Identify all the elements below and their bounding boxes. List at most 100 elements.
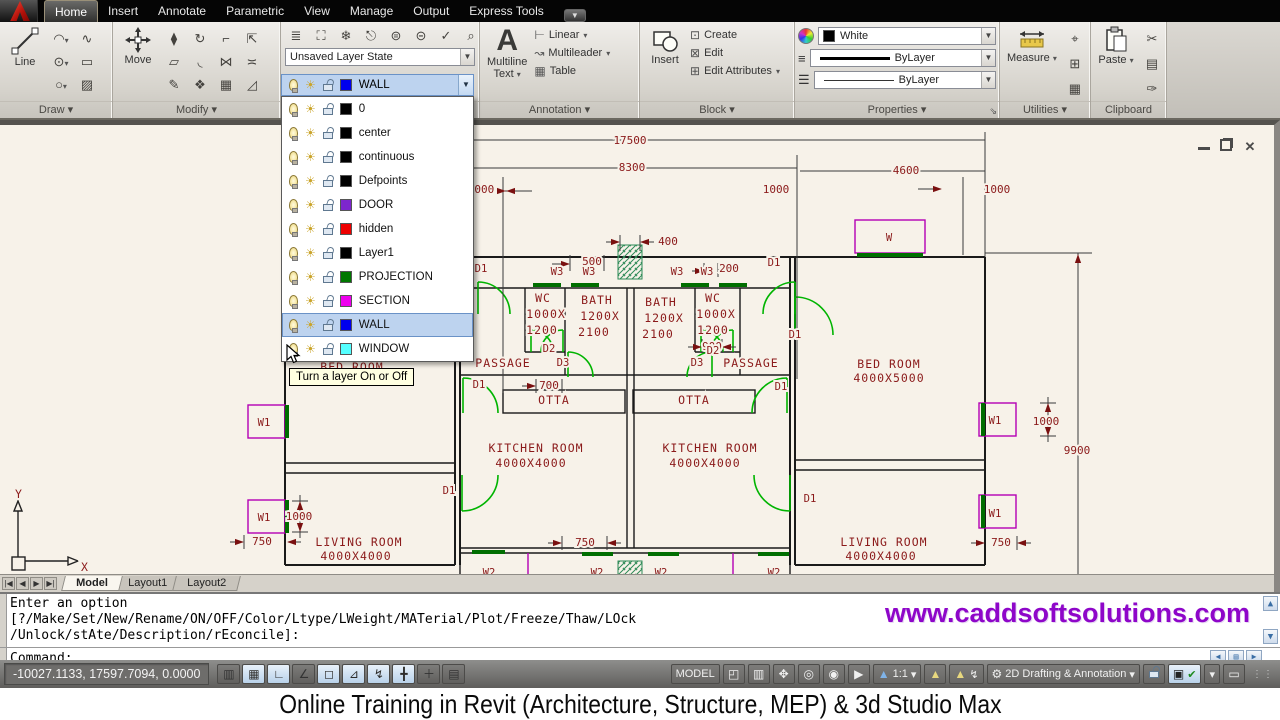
layer-freeze-icon[interactable]: ☀ — [305, 174, 316, 188]
layer-on-icon[interactable] — [289, 151, 298, 165]
layer-row-PROJECTION[interactable]: ☀PROJECTION — [282, 265, 473, 289]
layer-color-swatch[interactable] — [339, 175, 352, 187]
layer-match-button[interactable]: ⌕ — [467, 28, 475, 43]
layer-row-0[interactable]: ☀0 — [282, 97, 473, 121]
ribbon-tab-parametric[interactable]: Parametric — [226, 4, 285, 18]
fillet-button[interactable]: ◟ — [197, 54, 203, 69]
explode-button[interactable]: ❖ — [194, 77, 206, 92]
layer-freeze-icon[interactable]: ☀ — [305, 294, 316, 308]
layer-lock-icon[interactable] — [322, 324, 333, 331]
toggle-polar[interactable]: ∠ — [292, 664, 316, 684]
layer-row-center[interactable]: ☀center — [282, 121, 473, 145]
layer-lock-icon[interactable] — [322, 132, 333, 139]
workspace-switcher[interactable]: ⚙2D Drafting & Annotation ▾ — [986, 664, 1140, 684]
last-tab-button[interactable]: ▶| — [44, 577, 57, 590]
ribbon-tab-manage[interactable]: Manage — [349, 4, 394, 18]
layer-on-icon[interactable] — [289, 247, 298, 261]
steering-wheel-icon[interactable]: ◉ — [822, 664, 845, 684]
layer-lock-icon[interactable] — [322, 228, 333, 235]
annotation-visibility-icon[interactable]: ▲ — [924, 664, 947, 684]
insert-button[interactable]: Insert — [643, 24, 687, 99]
layer-row-Layer1[interactable]: ☀Layer1 — [282, 241, 473, 265]
ribbon-tab-express-tools[interactable]: Express Tools — [469, 4, 544, 18]
layer-properties-button[interactable]: ≣ — [290, 28, 302, 43]
layer-lock-icon[interactable] — [322, 156, 333, 163]
tab-layout2[interactable]: Layout2 — [172, 576, 241, 591]
layer-lock-icon[interactable] — [322, 276, 333, 283]
ribbon-tab-view[interactable]: View — [304, 4, 330, 18]
properties-dialog-launcher[interactable]: ⇘ — [989, 106, 997, 116]
layer-lock-icon[interactable] — [322, 108, 333, 115]
measure-button[interactable]: Measure ▾ — [1003, 24, 1061, 99]
first-tab-button[interactable]: |◀ — [2, 577, 15, 590]
command-window-grip[interactable] — [0, 594, 7, 660]
prev-tab-button[interactable]: ◀ — [16, 577, 29, 590]
ribbon-tab-home[interactable]: Home — [44, 0, 99, 22]
status-overflow-arrow[interactable]: ▾ — [1204, 664, 1220, 684]
layer-freeze-icon[interactable]: ☀ — [305, 198, 316, 212]
ribbon-tab-insert[interactable]: Insert — [108, 4, 139, 18]
properties-panel-label[interactable]: Properties ▾ — [795, 101, 999, 118]
modify-panel-label[interactable]: Modify ▾ — [113, 101, 280, 118]
toggle-lineweight[interactable]: ▤ — [442, 664, 466, 684]
arc-button[interactable]: ◠▾ — [53, 31, 69, 46]
layer-lock-icon[interactable] — [322, 252, 333, 259]
object-color-combo[interactable]: White ▼ — [818, 27, 996, 45]
cut-button[interactable]: ✂ — [1146, 31, 1158, 46]
annotation-autoscale-icon[interactable]: ▲↯ — [949, 664, 984, 684]
layer-row-DOOR[interactable]: ☀DOOR — [282, 193, 473, 217]
layer-freeze-icon[interactable]: ☀ — [305, 102, 316, 116]
layer-row-Defpoints[interactable]: ☀Defpoints — [282, 169, 473, 193]
layer-lock-icon[interactable] — [322, 348, 333, 355]
toggle-otrack[interactable]: ↯ — [367, 664, 391, 684]
array-button[interactable]: ▦ — [219, 77, 233, 92]
toggle-osnap[interactable]: ◻ — [317, 664, 341, 684]
edit-attributes-button[interactable]: ⊞Edit Attributes ▾ — [690, 64, 780, 78]
mirror-button[interactable]: ⋈ — [219, 54, 233, 69]
layer-state-combo[interactable]: Unsaved Layer State ▼ — [285, 48, 475, 66]
toggle-ortho[interactable]: ∟ — [267, 664, 291, 684]
layer-freeze-icon[interactable]: ☀ — [305, 318, 316, 332]
layer-on-icon[interactable] — [289, 319, 298, 333]
model-space-button[interactable]: MODEL — [670, 664, 720, 684]
ribbon-options-button[interactable]: ▼ — [563, 9, 586, 22]
layer-row-continuous[interactable]: ☀continuous — [282, 145, 473, 169]
quick-calculator-button[interactable]: ⊞ — [1069, 56, 1081, 71]
restore-icon[interactable] — [1220, 139, 1232, 151]
layer-color-swatch[interactable] — [339, 223, 352, 235]
toolbar-lock-icon[interactable] — [1142, 664, 1165, 684]
layer-color-swatch[interactable] — [339, 343, 352, 355]
circle-button[interactable]: ⊙▾ — [53, 54, 69, 69]
layer-freeze-button[interactable]: ❄ — [340, 28, 352, 43]
linetype-combo[interactable]: ByLayer ▼ — [813, 71, 996, 89]
toggle-dynamic-input[interactable]: ＋ — [417, 664, 441, 684]
layer-color-swatch[interactable] — [339, 271, 352, 283]
layer-freeze-icon[interactable]: ☀ — [305, 270, 316, 284]
show-motion-icon[interactable]: ▶ — [847, 664, 870, 684]
rectangle-button[interactable]: ▭ — [80, 54, 94, 69]
layer-on-icon[interactable] — [289, 223, 298, 237]
layer-row-SECTION[interactable]: ☀SECTION — [282, 289, 473, 313]
annotation-panel-label[interactable]: Annotation ▾ — [480, 101, 639, 118]
layer-color-swatch[interactable] — [339, 103, 352, 115]
close-icon[interactable]: ✕ — [1244, 139, 1256, 154]
lineweight-combo[interactable]: ByLayer ▼ — [809, 49, 996, 67]
layer-color-swatch[interactable] — [339, 319, 352, 331]
layer-color-swatch[interactable] — [339, 127, 352, 139]
layer-on-icon[interactable] — [289, 199, 298, 213]
trusted-autodesk-icon[interactable]: ▣✔ — [1167, 664, 1202, 684]
ellipse-button[interactable]: ○▾ — [55, 77, 67, 92]
layer-color-swatch[interactable] — [339, 79, 352, 91]
layer-freeze-icon[interactable]: ☀ — [305, 246, 316, 260]
layer-row-WALL[interactable]: ☀WALL — [282, 313, 473, 337]
quick-view-layouts-icon[interactable]: ▥ — [747, 664, 770, 684]
edit-block-button[interactable]: ⊠Edit — [690, 46, 724, 60]
scale-button[interactable]: ▱ — [169, 54, 179, 69]
color-wheel-icon[interactable] — [798, 28, 814, 44]
move-button[interactable]: Move — [116, 24, 160, 99]
pan-icon[interactable]: ✥ — [772, 664, 795, 684]
annotation-scale-button[interactable]: ▲1:1 ▾ — [872, 664, 922, 684]
layer-off-button[interactable]: ⎋ — [365, 28, 377, 43]
minimize-icon[interactable] — [1198, 139, 1210, 150]
